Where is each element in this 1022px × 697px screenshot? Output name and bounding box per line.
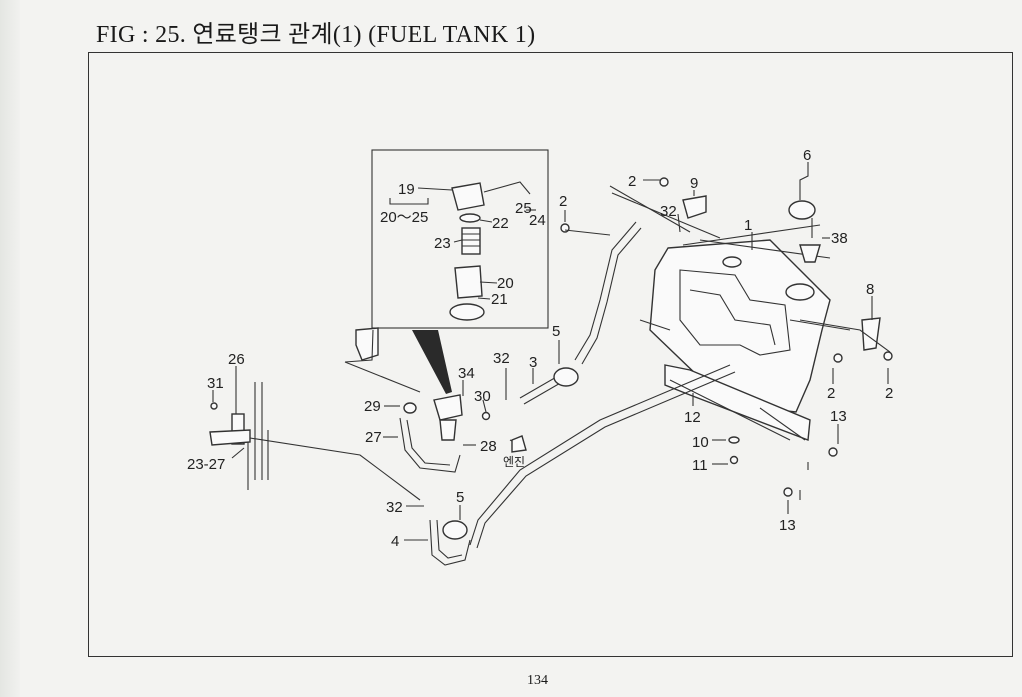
leader-lines xyxy=(212,162,891,541)
scan-edge xyxy=(0,0,20,697)
callout-34: 34 xyxy=(458,365,475,382)
callout-5: 5 xyxy=(552,323,560,340)
callout-12: 12 xyxy=(684,409,701,426)
callout-20-25: 20～25 xyxy=(380,209,428,226)
inset-filter-parts xyxy=(449,182,485,321)
callout-13: 13 xyxy=(779,517,796,534)
tank-bracket xyxy=(639,319,811,441)
callout-2: 2 xyxy=(628,173,636,190)
callout-20: 20 xyxy=(497,275,514,292)
callout-19: 19 xyxy=(398,181,415,198)
callout-labels: 1 2 2 2 2 3 4 5 5 6 8 9 10 11 12 13 13 1… xyxy=(187,147,893,550)
callout-8: 8 xyxy=(866,281,874,298)
callout-22: 22 xyxy=(492,215,509,232)
callout-10: 10 xyxy=(692,434,709,451)
inset-pointer xyxy=(412,330,452,394)
callout-13: 13 xyxy=(830,408,847,425)
callout-30: 30 xyxy=(474,388,491,405)
callout-5: 5 xyxy=(456,489,464,506)
callout-25: 25 xyxy=(515,200,532,217)
callout-23: 23 xyxy=(434,235,451,252)
tank-cap xyxy=(788,200,821,263)
callout-2: 2 xyxy=(885,385,893,402)
callout-23-27: 23-27 xyxy=(187,456,225,473)
callout-26: 26 xyxy=(228,351,245,368)
engine-label: 엔진 xyxy=(503,455,525,469)
callout-2: 2 xyxy=(559,193,567,210)
callout-32: 32 xyxy=(493,350,510,367)
callout-3: 3 xyxy=(529,354,537,371)
figure-title: FIG : 25. 연료탱크 관계(1) (FUEL TANK 1) xyxy=(96,22,536,48)
callout-32: 32 xyxy=(386,499,403,516)
callout-28: 28 xyxy=(480,438,497,455)
hose-clamps xyxy=(403,367,579,540)
fuel-lines xyxy=(399,221,736,566)
page-number: 134 xyxy=(527,673,548,688)
diagram-frame xyxy=(88,52,1013,657)
callout-27: 27 xyxy=(365,429,382,446)
callout-24: 24 xyxy=(529,212,546,229)
callout-31: 31 xyxy=(207,375,224,392)
callout-6: 6 xyxy=(803,147,811,164)
callout-1: 1 xyxy=(744,217,752,234)
callout-2: 2 xyxy=(827,385,835,402)
callout-38: 38 xyxy=(831,230,848,247)
callout-9: 9 xyxy=(690,175,698,192)
filter-detail-inset xyxy=(371,149,549,329)
callout-21: 21 xyxy=(491,291,508,308)
callout-4: 4 xyxy=(391,533,399,550)
bolts xyxy=(210,177,893,497)
callout-29: 29 xyxy=(364,398,381,415)
callout-32: 32 xyxy=(660,203,677,220)
callout-11: 11 xyxy=(692,457,708,474)
